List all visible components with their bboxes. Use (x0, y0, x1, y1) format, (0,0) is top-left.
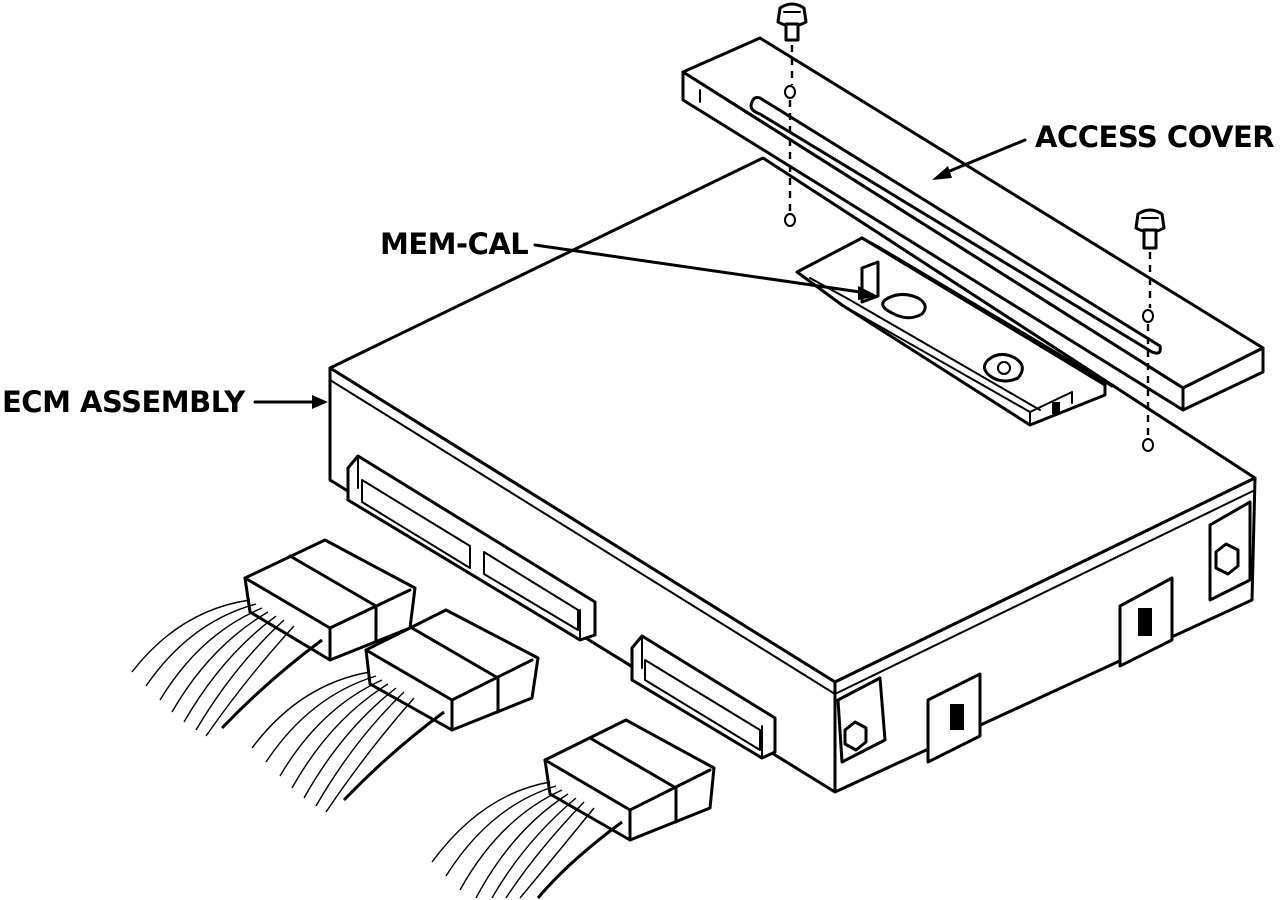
housing-screw-holes (784, 213, 1154, 452)
harness-plug-1 (131, 538, 417, 737)
access-cover (681, 36, 1265, 412)
alignment-dash-lines (788, 45, 1152, 437)
leader-access-cover (932, 138, 1027, 180)
housing-socket-1 (346, 454, 597, 642)
mounting-nut-left (836, 676, 887, 764)
screw-right (1134, 208, 1166, 250)
mounting-nut-right (1208, 500, 1252, 602)
harness-plug-2 (251, 608, 540, 813)
leader-ecm-assembly (253, 395, 328, 409)
label-access-cover: ACCESS COVER (1035, 120, 1274, 154)
screw-left (776, 2, 808, 42)
label-mem-cal: MEM-CAL (380, 227, 528, 261)
harness-plug-3 (431, 718, 716, 899)
housing-socket-2 (630, 634, 777, 760)
label-ecm-assembly: ECM ASSEMBLY (2, 385, 246, 419)
leader-mem-cal (533, 243, 878, 300)
housing-side-slots (926, 576, 1174, 764)
